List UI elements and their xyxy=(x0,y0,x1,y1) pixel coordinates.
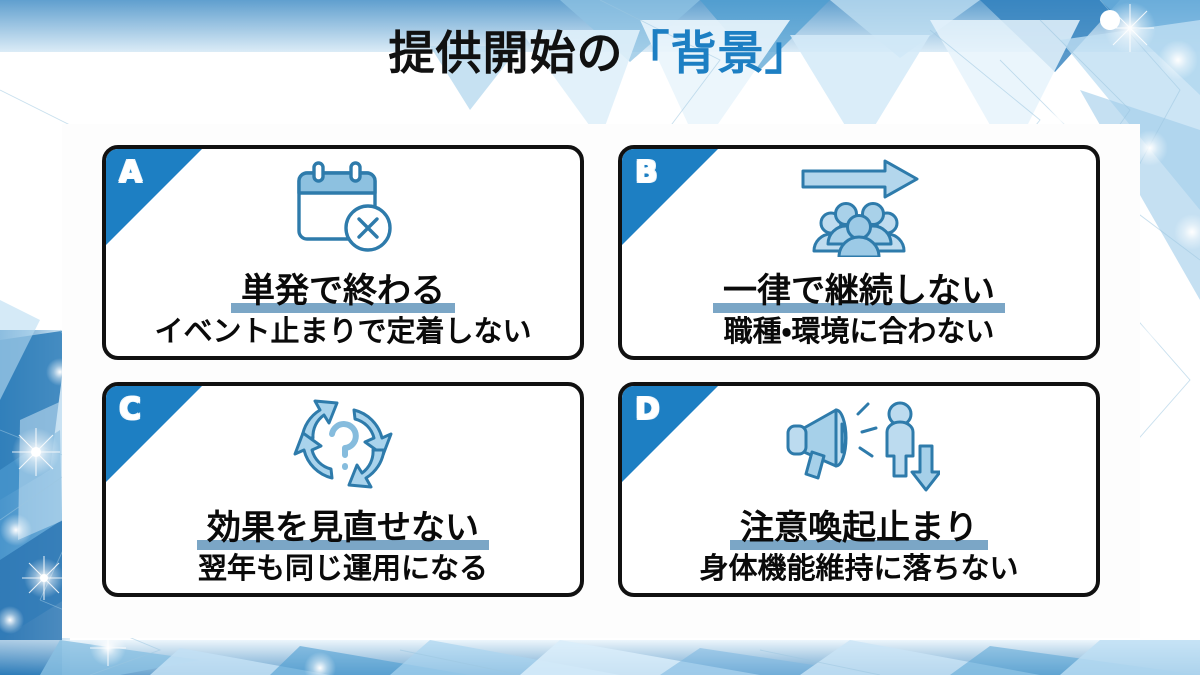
group-people-arrow-icon xyxy=(622,159,1096,257)
card-a-heading: 単発で終わる xyxy=(231,272,455,313)
megaphone-person-down-arrow-icon xyxy=(622,396,1096,492)
card-b-subtitle: 職種・環境に合わない xyxy=(723,313,995,348)
card-c-subtitle: 翌年も同じ運用になる xyxy=(197,550,488,585)
card-c-text: 効果を見直せない 翌年も同じ運用になる xyxy=(106,509,580,585)
card-a-subtitle: イベント止まりで定着しない xyxy=(154,313,532,348)
card-c[interactable]: C xyxy=(102,382,584,597)
card-d-text: 注意喚起止まり 身体機能維持に落ちない xyxy=(622,509,1096,585)
page-title-accent: 「背景」 xyxy=(623,26,812,80)
card-a[interactable]: A 単発で終わる イベント止まりで定着しない xyxy=(102,145,584,360)
card-d-subtitle: 身体機能維持に落ちない xyxy=(699,550,1019,585)
card-d-badge-letter: D xyxy=(635,392,660,427)
card-b-badge: B xyxy=(622,149,718,245)
card-c-badge-letter: C xyxy=(119,392,142,427)
card-b-badge-letter: B xyxy=(635,155,658,190)
page-title: 提供開始の「背景」 xyxy=(0,28,1200,79)
card-c-badge: C xyxy=(106,386,202,482)
card-b-heading: 一律で継続しない xyxy=(713,272,1005,313)
card-a-badge-letter: A xyxy=(119,155,143,190)
card-d-badge: D xyxy=(622,386,718,482)
card-b-text: 一律で継続しない 職種・環境に合わない xyxy=(622,272,1096,348)
page-title-main: 提供開始の xyxy=(388,26,624,80)
card-c-heading: 効果を見直せない xyxy=(197,509,489,550)
calendar-cross-icon xyxy=(106,159,580,255)
card-grid: A 単発で終わる イベント止まりで定着しない xyxy=(102,145,1100,612)
cycle-question-icon xyxy=(106,396,580,492)
card-b[interactable]: B xyxy=(618,145,1100,360)
card-d[interactable]: D xyxy=(618,382,1100,597)
card-a-text: 単発で終わる イベント止まりで定着しない xyxy=(106,272,580,348)
card-a-badge: A xyxy=(106,149,202,245)
card-d-heading: 注意喚起止まり xyxy=(730,509,988,550)
